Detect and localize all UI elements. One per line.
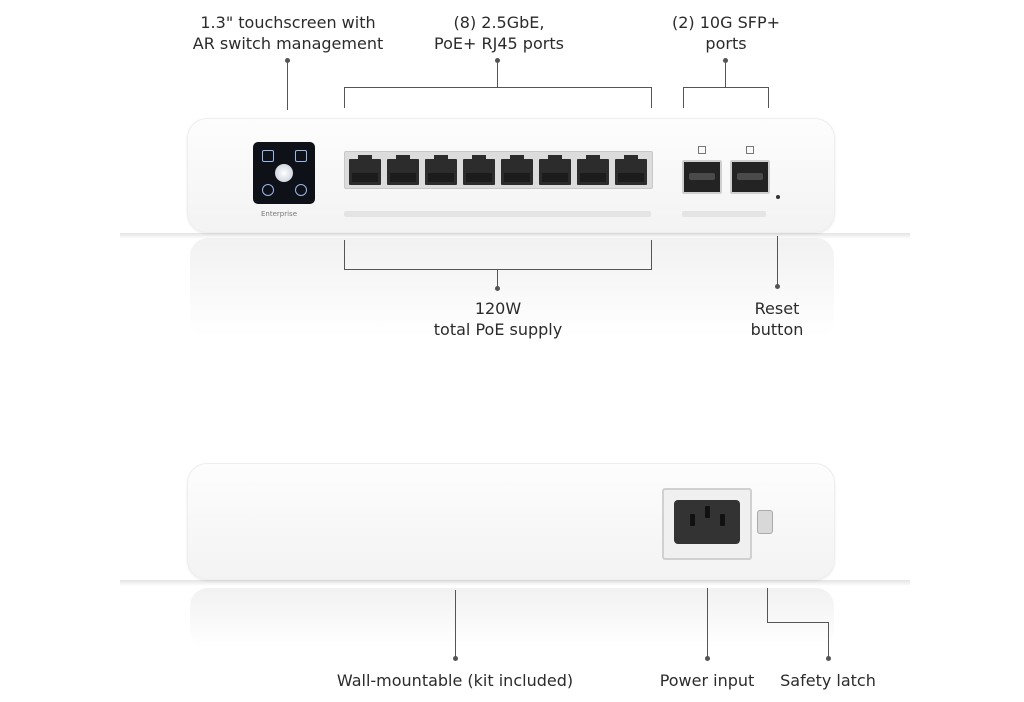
safety-latch-icon[interactable] — [757, 510, 773, 534]
rj45-port-7[interactable] — [577, 155, 609, 185]
poe-bracket-left — [344, 240, 345, 270]
wall-mount-label: Wall-mountable (kit included) — [336, 671, 574, 690]
brand-label: Enterprise — [261, 210, 298, 218]
sfp-led-1 — [698, 146, 706, 154]
sfp-bracket-left — [683, 87, 684, 108]
power-pin-center — [705, 506, 710, 518]
latch-leader-horiz — [767, 622, 829, 623]
touchscreen-leader — [287, 60, 288, 110]
poe-bracket-right — [651, 240, 652, 270]
sfp-port-1[interactable] — [682, 160, 722, 194]
power-pin-right — [720, 514, 725, 526]
sfp-label-bar — [682, 211, 766, 217]
poe-dot — [495, 286, 500, 291]
wall-dot — [453, 656, 458, 661]
reset-label-line1: Reset — [754, 299, 800, 318]
wall-leader — [455, 590, 456, 658]
rj45-port-3[interactable] — [425, 155, 457, 185]
switch-front: Enterprise — [187, 118, 835, 233]
screen-center-knob-icon — [275, 164, 293, 182]
screen-bottom-left-icon — [262, 184, 274, 196]
sfp-label: (2) 10G SFP+ ports — [656, 12, 796, 54]
front-shadow — [120, 233, 910, 239]
power-input-label: Power input — [659, 671, 755, 690]
poe-label-line2: total PoE supply — [433, 320, 563, 339]
sfp-leader — [725, 60, 726, 87]
latch-leader-vert — [767, 588, 768, 622]
front-reflection — [190, 238, 834, 338]
sfp-port-2[interactable] — [730, 160, 770, 194]
rj45-label-line1: (8) 2.5GbE, — [453, 13, 545, 32]
power-socket-icon — [674, 500, 740, 544]
rj45-leader — [497, 60, 498, 87]
screen-bottom-right-icon — [295, 184, 307, 196]
poe-bracket-bottom — [344, 269, 652, 270]
power-socket[interactable] — [662, 488, 752, 560]
touchscreen[interactable] — [253, 142, 315, 204]
rj45-port-1[interactable] — [349, 155, 381, 185]
reset-dot — [775, 284, 780, 289]
sfp-label-line2: ports — [705, 34, 747, 53]
rear-shadow — [120, 580, 910, 586]
sfp-bracket-top — [683, 87, 769, 88]
safety-latch-label: Safety latch — [780, 671, 876, 690]
reset-button-icon[interactable] — [776, 195, 780, 199]
reset-leader — [777, 236, 778, 286]
sfp-label-line1: (2) 10G SFP+ — [671, 13, 780, 32]
poe-leader — [497, 269, 498, 289]
rj45-port-5[interactable] — [501, 155, 533, 185]
touchscreen-label: 1.3" touchscreen with AR switch manageme… — [190, 12, 386, 54]
rj45-label-line2: PoE+ RJ45 ports — [434, 34, 564, 53]
power-pin-left — [690, 514, 695, 526]
latch-leader-down — [828, 622, 829, 658]
rj45-label-bar — [344, 211, 651, 217]
rj45-port-4[interactable] — [463, 155, 495, 185]
reset-label-line2: button — [750, 320, 804, 339]
screen-top-right-icon — [295, 150, 307, 162]
rj45-port-2[interactable] — [387, 155, 419, 185]
rj45-bracket-top — [344, 87, 652, 88]
screen-top-left-icon — [262, 150, 274, 162]
switch-rear — [187, 463, 835, 580]
sfp-bracket-right — [768, 87, 769, 108]
rj45-label: (8) 2.5GbE, PoE+ RJ45 ports — [410, 12, 588, 54]
touchscreen-label-line2: AR switch management — [192, 34, 384, 53]
rj45-bracket-right — [651, 87, 652, 108]
power-leader — [707, 588, 708, 658]
power-dot — [705, 656, 710, 661]
reset-label: Reset button — [737, 298, 817, 340]
rj45-port-8[interactable] — [615, 155, 647, 185]
poe-label: 120W total PoE supply — [418, 298, 578, 340]
rear-reflection — [190, 588, 834, 648]
touchscreen-label-line1: 1.3" touchscreen with — [200, 13, 376, 32]
poe-label-line1: 120W — [474, 299, 522, 318]
sfp-led-2 — [746, 146, 754, 154]
latch-dot — [826, 656, 831, 661]
rj45-port-block — [344, 151, 653, 189]
rj45-port-6[interactable] — [539, 155, 571, 185]
rj45-bracket-left — [344, 87, 345, 108]
